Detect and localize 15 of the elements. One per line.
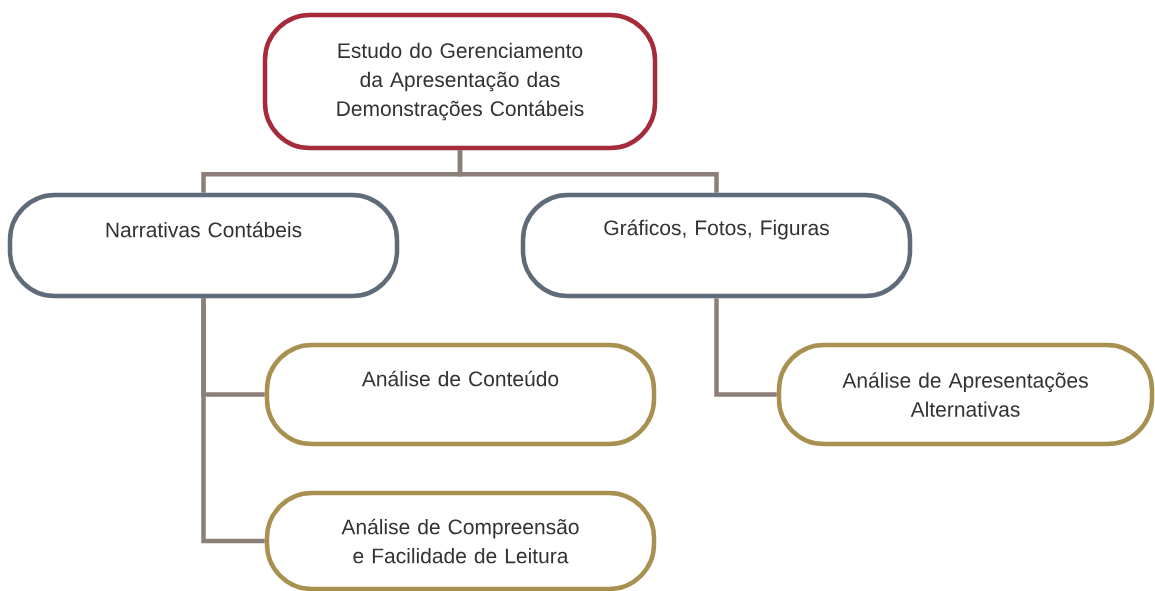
box-label: Análise de Compreensão e Facilidade de Leitura (341, 518, 579, 564)
box-label: Análise de Apresentações Alternativas (842, 372, 1088, 417)
connector-line (201, 298, 265, 544)
box-label: Gráficos, Fotos, Figuras (604, 219, 829, 240)
connector-line (457, 150, 719, 193)
method-box (264, 342, 657, 447)
category-box (520, 192, 913, 299)
box-label: Estudo do Gerenciamento da Apresentação das Demonstrações Contábeis (337, 42, 584, 121)
box-label: Narrativas Contábeis (106, 221, 302, 238)
box-label: Análise de Conteúdo (361, 370, 559, 387)
method-box (776, 342, 1155, 447)
category-box (7, 192, 400, 299)
connector-line (714, 298, 777, 397)
root-box (262, 12, 658, 151)
method-box (264, 490, 657, 591)
